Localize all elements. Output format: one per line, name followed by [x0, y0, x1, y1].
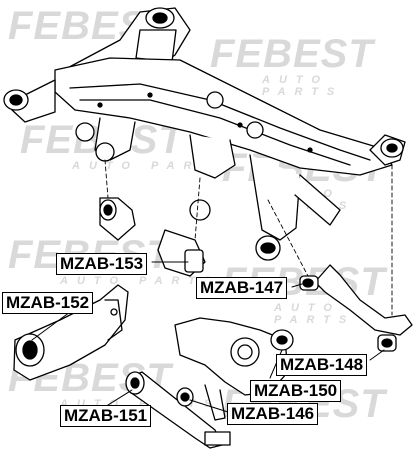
part-label-mzab-151: MZAB-151: [60, 405, 152, 427]
lower-link-151-146: [125, 371, 231, 449]
watermark-brand-2: FEBEST AUTO PARTS: [210, 32, 374, 98]
part-label-mzab-146: MZAB-146: [227, 403, 319, 425]
part-label-mzab-153: MZAB-153: [56, 253, 148, 275]
rear-subframe: [3, 7, 406, 261]
trailing-arm-152: [13, 284, 129, 381]
part-label-mzab-147: MZAB-147: [196, 277, 288, 299]
bracket-mount-153: [99, 197, 206, 277]
assembly-dashed-lines: [104, 159, 393, 316]
upper-arm-147: [299, 264, 413, 336]
part-label-mzab-152: MZAB-152: [2, 292, 94, 314]
part-label-mzab-150: MZAB-150: [250, 380, 342, 402]
bushing-148: [377, 334, 397, 352]
part-label-mzab-148: MZAB-148: [276, 354, 368, 376]
